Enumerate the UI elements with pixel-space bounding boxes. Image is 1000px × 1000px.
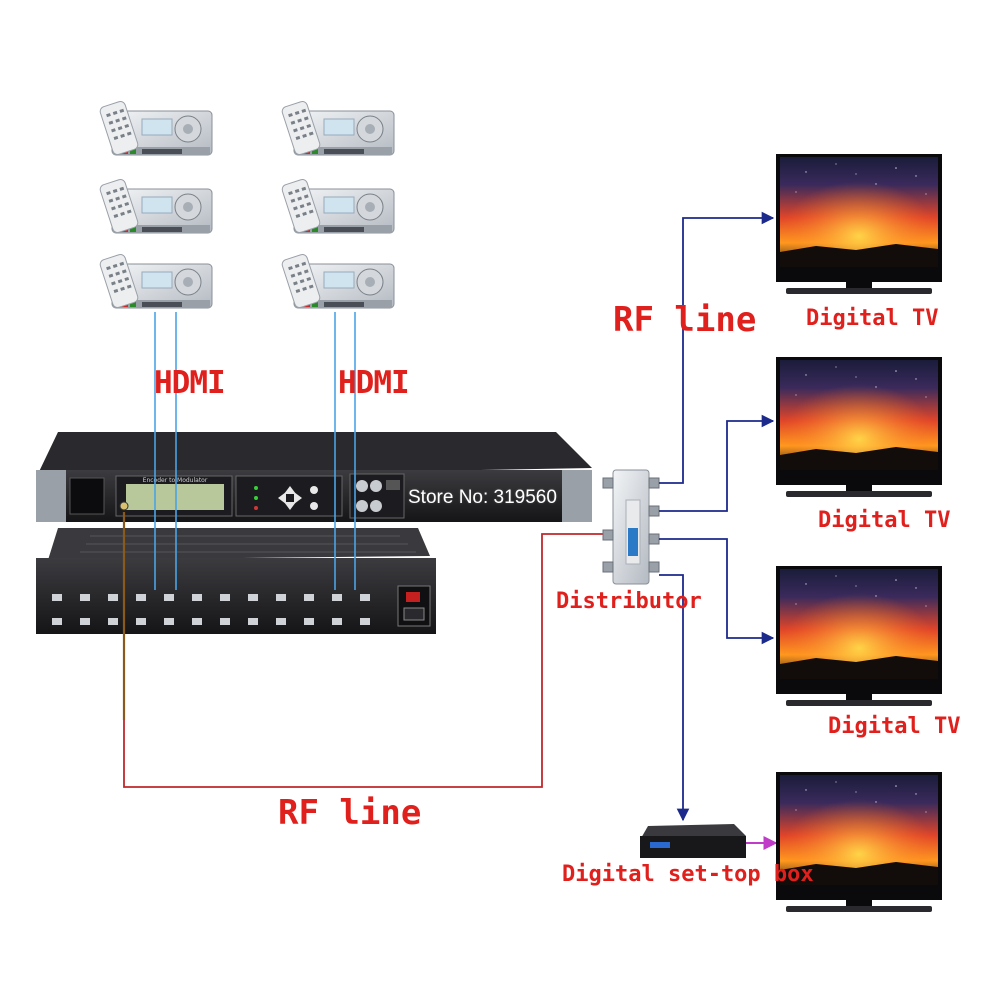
hdmi-cables bbox=[154, 312, 356, 590]
rf-cables-output bbox=[659, 211, 775, 822]
encoder-modulator-rack: Encoder to Modulator bbox=[36, 432, 592, 522]
distributor-label: Distributor bbox=[556, 589, 702, 614]
tv-label-3: Digital TV bbox=[828, 714, 961, 739]
tv-3 bbox=[776, 566, 942, 706]
hdmi-input-box bbox=[36, 528, 436, 634]
tv-4 bbox=[776, 772, 942, 912]
satellite-receiver bbox=[98, 99, 213, 157]
rf-line-label-top: RF line bbox=[613, 300, 757, 340]
tv-label-2: Digital TV bbox=[818, 508, 951, 533]
tv-label-1: Digital TV bbox=[806, 306, 939, 331]
rf-line-label-bottom: RF line bbox=[278, 793, 422, 833]
satellite-receiver bbox=[280, 177, 395, 235]
satellite-receiver bbox=[98, 252, 213, 310]
satellite-receiver bbox=[280, 252, 395, 310]
set-top-box bbox=[640, 824, 746, 858]
satellite-receiver bbox=[98, 177, 213, 235]
store-watermark: Store No: 319560 bbox=[408, 487, 557, 508]
tv-1 bbox=[776, 154, 942, 294]
rf-distributor bbox=[602, 469, 660, 585]
set-top-box-label: Digital set-top box bbox=[562, 862, 814, 887]
satellite-receiver bbox=[280, 99, 395, 157]
hdmi-label-right: HDMI bbox=[338, 365, 410, 401]
hdmi-label-left: HDMI bbox=[154, 365, 226, 401]
tv-2 bbox=[776, 357, 942, 497]
